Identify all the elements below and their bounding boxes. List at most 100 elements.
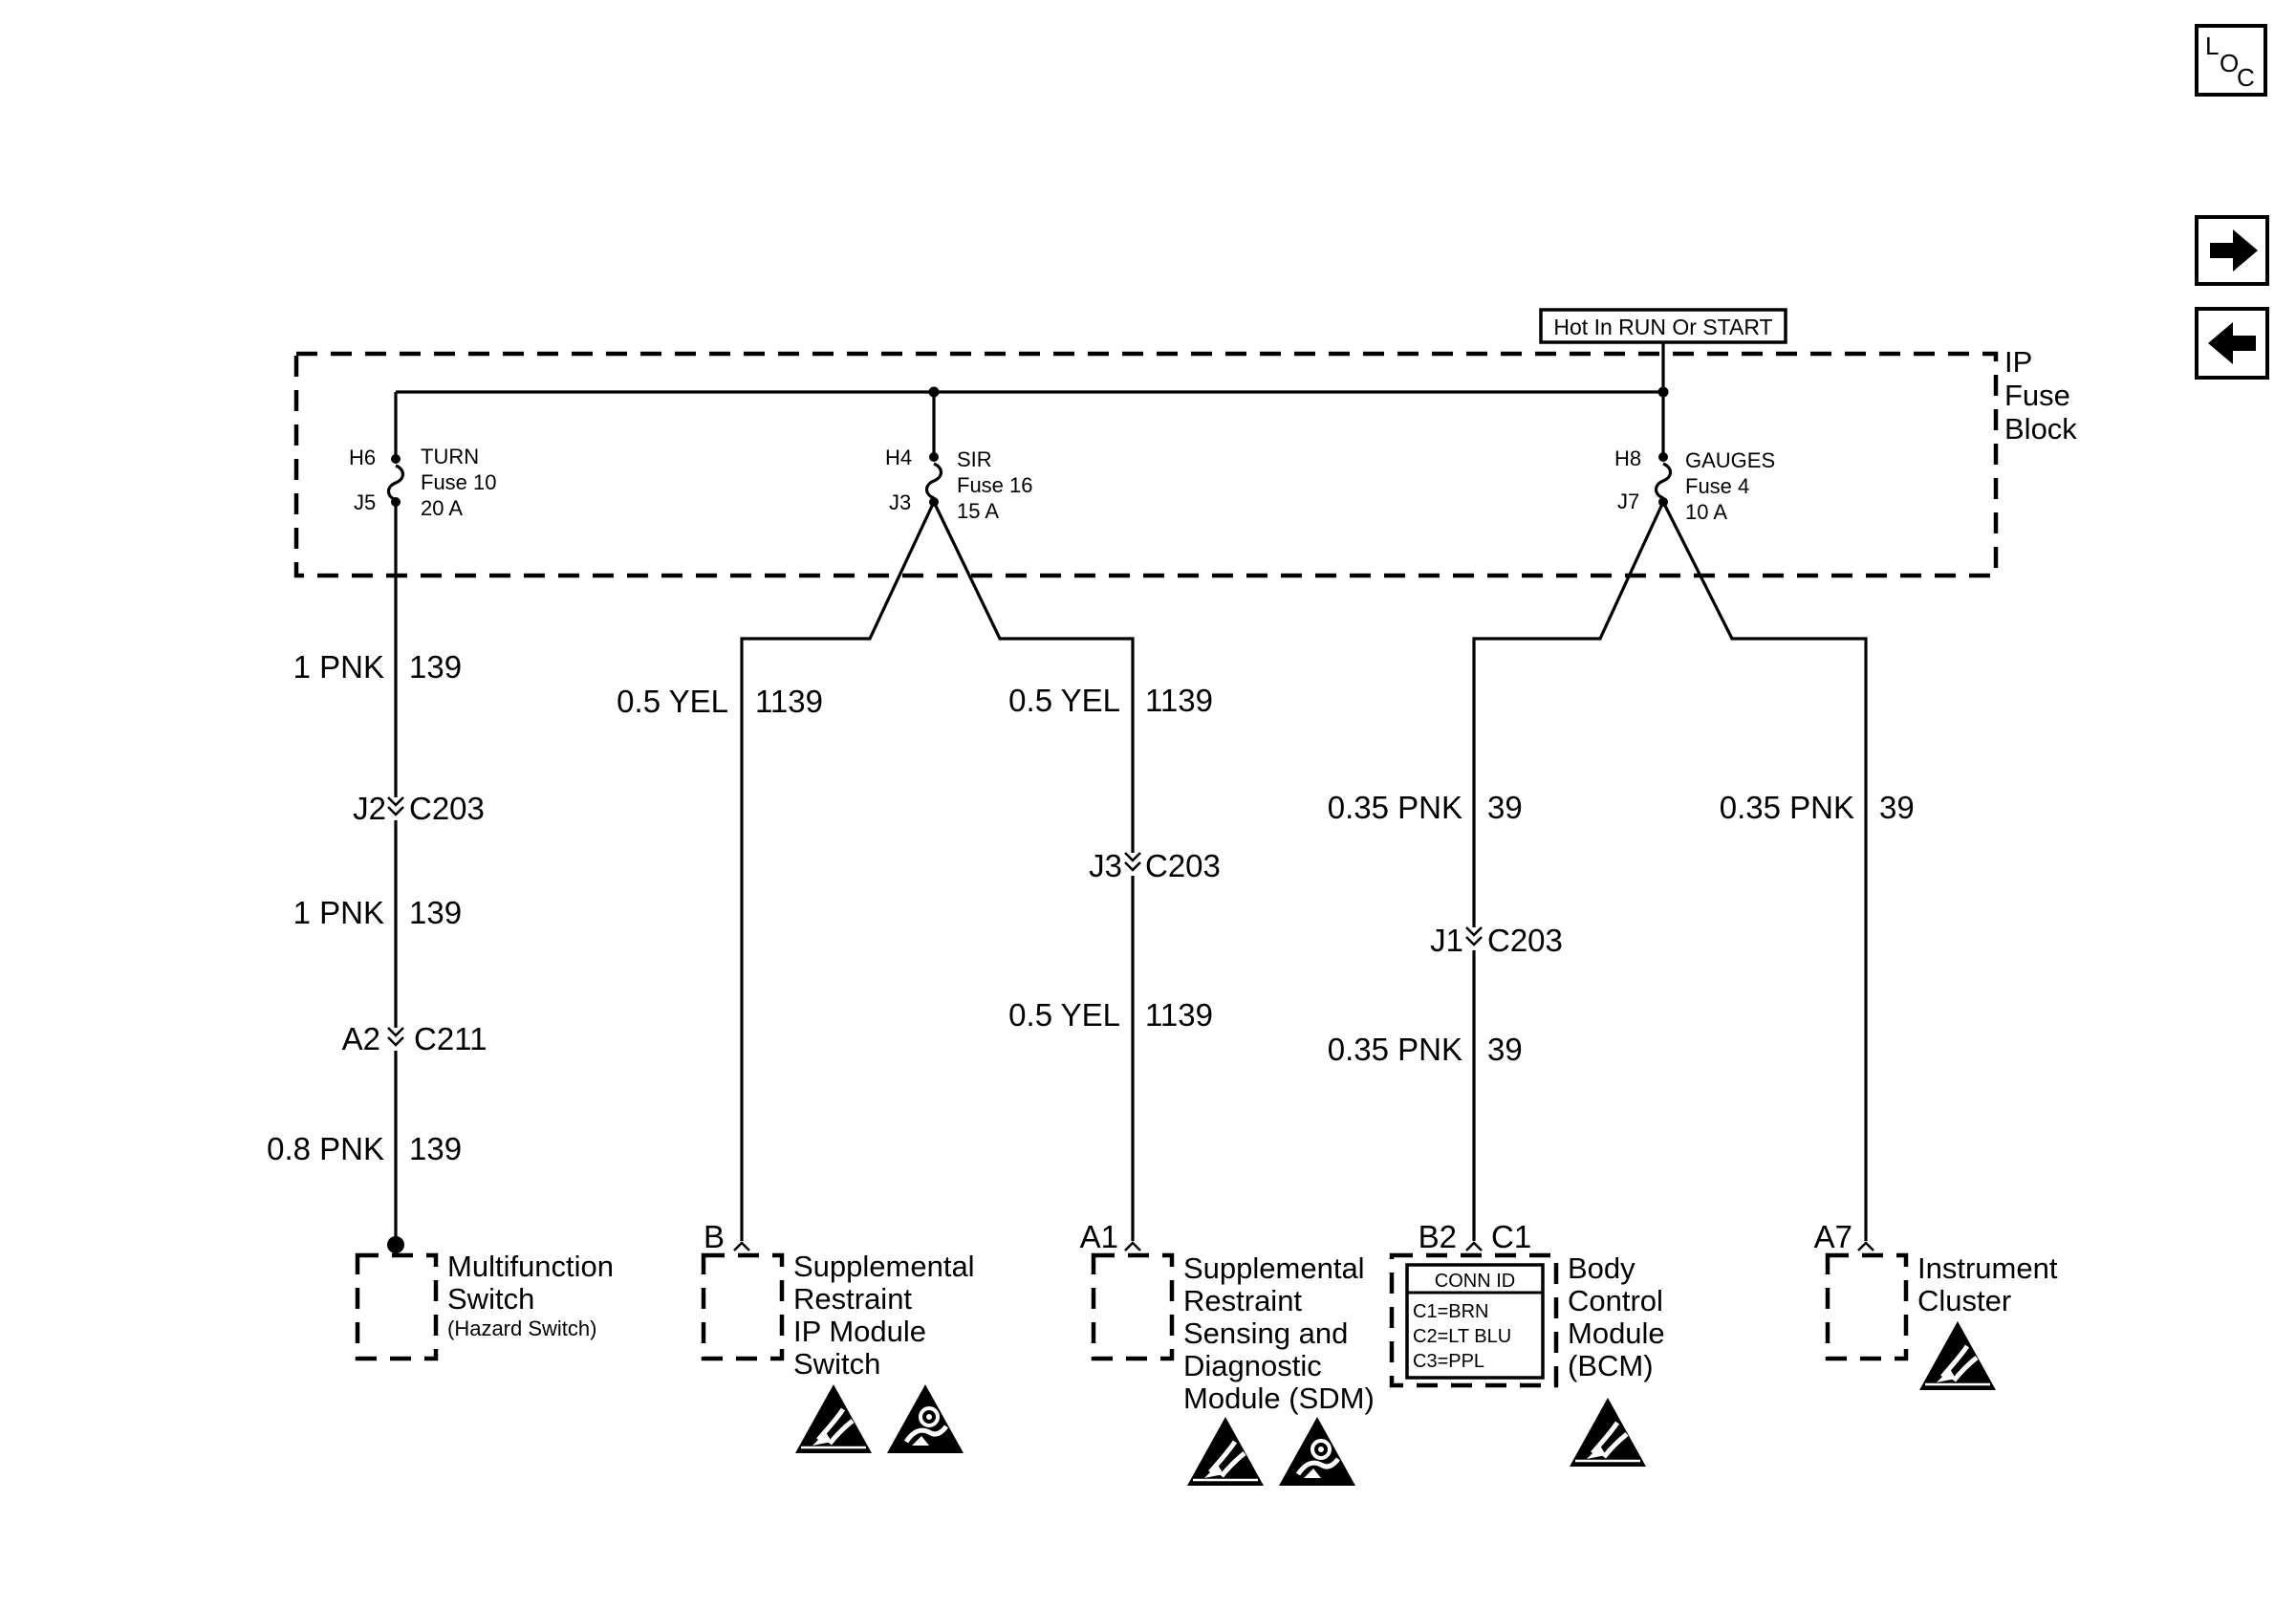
fuse-gauges-bottom-pin: J7 (1617, 490, 1639, 513)
fuse-sir-number: Fuse 16 (957, 473, 1033, 497)
wire-39-color-1: 0.35 PNK (1328, 790, 1462, 825)
component-label: Diagnostic (1183, 1349, 1322, 1382)
connector-pin: J1 (1430, 923, 1463, 958)
conn-id-title: CONN ID (1435, 1271, 1515, 1292)
connector-c203-turn: J2 C203 (353, 791, 485, 826)
airbag-warning-icon (1279, 1417, 1355, 1486)
component-pin: B2 (1419, 1219, 1457, 1254)
component-pin: A1 (1080, 1219, 1118, 1254)
back-button[interactable] (2195, 307, 2269, 380)
fuse-turn-top-pin: H6 (349, 446, 376, 469)
fuse-gauges: H8 J7 GAUGES Fuse 4 10 A (1614, 392, 1775, 524)
body-control-module: B2 C1 CONN ID C1=BRN C2=LT BLU C3=PPL Bo… (1389, 1219, 1665, 1467)
wire-139-circuit-1: 139 (409, 649, 462, 685)
instrument-cluster: A7 Instrument Cluster (1814, 1219, 2058, 1390)
component-label: Module (SDM) (1183, 1382, 1375, 1415)
component-pin: A7 (1814, 1219, 1852, 1254)
component-label: Control (1568, 1284, 1663, 1317)
wire-39-color-2: 0.35 PNK (1720, 790, 1854, 825)
component-label: Restraint (793, 1282, 912, 1316)
wire-39-circuit-2: 39 (1879, 790, 1915, 825)
svg-text:Hot In RUN Or START: Hot In RUN Or START (1553, 315, 1772, 339)
component-label: Sensing and (1183, 1316, 1348, 1350)
component-label: Instrument (1917, 1251, 2058, 1285)
fuse-sir-top-pin: H4 (885, 446, 912, 469)
fuse-sir-name: SIR (957, 447, 992, 471)
component-label: Module (1568, 1316, 1665, 1350)
connector-name: C203 (1487, 923, 1563, 958)
component-label: Switch (447, 1282, 534, 1316)
fuse-block-label-3: Block (2004, 412, 2077, 446)
connector-pin: A2 (342, 1021, 380, 1056)
component-label: Supplemental (793, 1250, 975, 1283)
fuse-gauges-amps: 10 A (1685, 500, 1727, 524)
wire-39-circuit-1: 39 (1487, 790, 1523, 825)
component-pin: C1 (1491, 1219, 1531, 1254)
wire-139-circuit-3: 139 (409, 1131, 462, 1166)
wire-139-color-1: 1 PNK (293, 649, 384, 685)
fuse-sir: H4 J3 SIR Fuse 16 15 A (885, 392, 1033, 523)
component-label: Restraint (1183, 1284, 1302, 1317)
fuse-gauges-number: Fuse 4 (1685, 474, 1749, 498)
connector-name: C211 (414, 1021, 487, 1056)
component-label: Body (1568, 1251, 1635, 1285)
conn-id-table: CONN ID C1=BRN C2=LT BLU C3=PPL (1405, 1263, 1545, 1380)
ip-fuse-block-outline (293, 351, 1999, 578)
connector-c203-bcm: J1 C203 (1430, 923, 1563, 958)
connector-name: C203 (409, 791, 485, 826)
fuse-gauges-name: GAUGES (1685, 448, 1775, 472)
fuse-turn-bottom-pin: J5 (354, 490, 376, 514)
forward-button[interactable] (2195, 215, 2269, 286)
esd-warning-icon (795, 1384, 872, 1453)
fuse-sir-bottom-pin: J3 (889, 490, 911, 514)
component-label: (BCM) (1568, 1349, 1654, 1382)
esd-warning-icon (1187, 1417, 1264, 1486)
airbag-warning-icon (887, 1384, 964, 1453)
wire-terminal-dot (387, 1236, 404, 1253)
connector-c211: A2 C211 (342, 1021, 487, 1056)
wire-39-circuit-3: 39 (1487, 1032, 1523, 1067)
wire-139-color-3: 0.8 PNK (267, 1131, 384, 1166)
fuse-turn-number: Fuse 10 (421, 470, 497, 494)
supplemental-restraint-ip-module-switch: B Supplemental Restraint IP Module Switc… (701, 1219, 975, 1453)
component-label: Switch (793, 1347, 880, 1381)
connector-pin: J3 (1089, 848, 1122, 883)
wire-139-circuit-2: 139 (409, 895, 462, 930)
fuse-gauges-top-pin: H8 (1614, 446, 1641, 470)
fuse-turn-amps: 20 A (421, 496, 463, 520)
arrow-left-icon (2208, 322, 2256, 364)
conn-id-row: C2=LT BLU (1413, 1326, 1511, 1347)
wire-139-color-2: 1 PNK (293, 895, 384, 930)
component-label: Cluster (1917, 1284, 2011, 1317)
wire-1139-color-2: 0.5 YEL (1008, 683, 1120, 718)
conn-id-row: C1=BRN (1413, 1301, 1488, 1322)
component-label: IP Module (793, 1315, 926, 1348)
component-label: Supplemental (1183, 1251, 1365, 1285)
loc-letter-l: L (2205, 32, 2219, 60)
fuse-turn-name: TURN (421, 445, 479, 468)
connector-pin: J2 (353, 791, 386, 826)
wire-1139-color-1: 0.5 YEL (617, 684, 728, 719)
component-label: (Hazard Switch) (447, 1316, 596, 1340)
wire-1139-circuit-3: 1139 (1145, 997, 1213, 1033)
arrow-right-icon (2210, 229, 2258, 272)
wire-1139-circuit-1: 1139 (755, 684, 823, 719)
fuse-sir-amps: 15 A (957, 499, 999, 523)
component-label: Multifunction (447, 1250, 614, 1283)
component-pin: B (704, 1219, 725, 1254)
connector-name: C203 (1145, 848, 1221, 883)
hot-in-run-label: Hot In RUN Or START (1539, 308, 1787, 344)
wire-1139-color-3: 0.5 YEL (1008, 997, 1120, 1033)
fuse-block-label-2: Fuse (2004, 379, 2070, 412)
wire-1139-circuit-2: 1139 (1145, 683, 1213, 718)
esd-warning-icon (1570, 1398, 1646, 1467)
esd-warning-icon (1919, 1321, 1996, 1390)
loc-button[interactable]: L O C (2195, 24, 2267, 97)
loc-letter-c: C (2237, 63, 2255, 92)
loc-letter-o: O (2220, 49, 2239, 77)
conn-id-row: C3=PPL (1413, 1351, 1484, 1372)
supplemental-restraint-sdm: A1 Supplemental Restraint Sensing and Di… (1080, 1219, 1375, 1486)
wire-39-color-3: 0.35 PNK (1328, 1032, 1462, 1067)
connector-c203-sdm: J3 C203 (1089, 848, 1221, 883)
